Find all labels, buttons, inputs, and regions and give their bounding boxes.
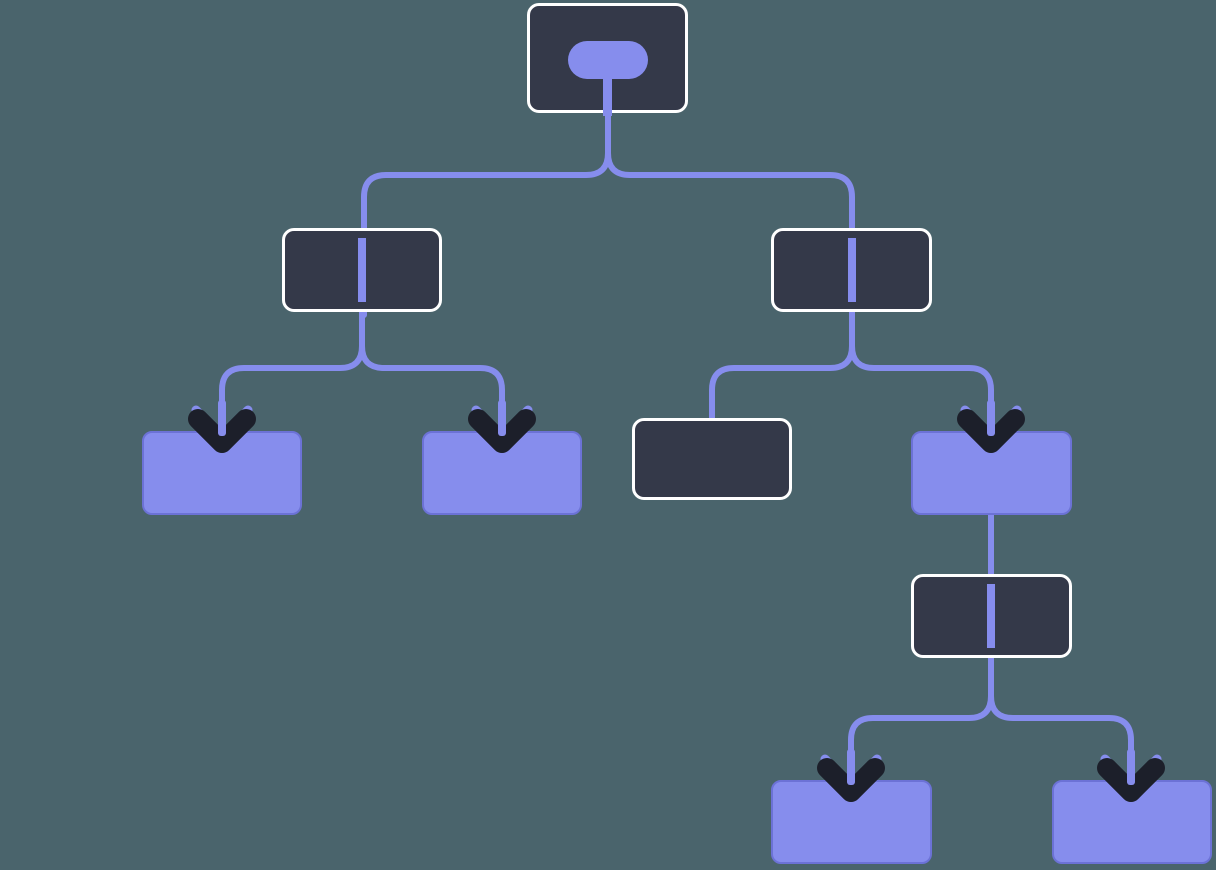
edge-n3-n7 <box>849 307 994 446</box>
node-root[interactable] <box>527 3 688 113</box>
node-level1-right[interactable] <box>771 228 932 312</box>
node-leaf-2[interactable] <box>422 431 582 515</box>
edge-n2-n5 <box>359 307 505 446</box>
node-level1-left[interactable] <box>282 228 442 312</box>
node-branch-right[interactable] <box>911 431 1072 515</box>
node-leaf-1[interactable] <box>142 431 302 515</box>
node-level3-dark[interactable] <box>911 574 1072 658</box>
edge-n8-n10 <box>988 653 1134 795</box>
node-leaf-5[interactable] <box>1052 780 1212 864</box>
node-leaf-3-dark[interactable] <box>632 418 792 500</box>
node-leaf-4[interactable] <box>771 780 932 864</box>
edge-n1-n3 <box>605 110 855 318</box>
